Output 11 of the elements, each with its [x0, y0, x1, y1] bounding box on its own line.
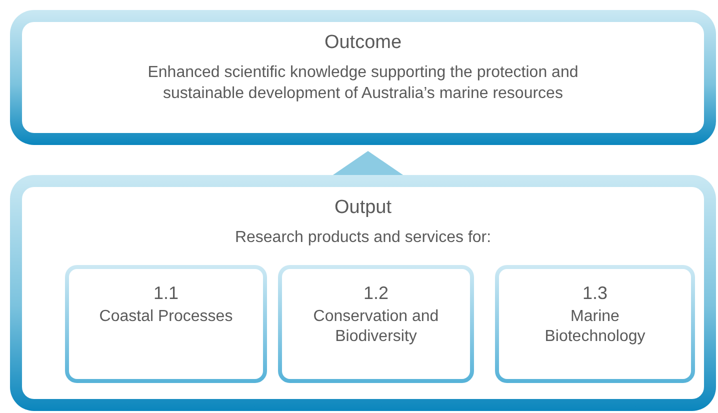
- item-number: 1.2: [363, 283, 389, 305]
- item-number: 1.1: [153, 283, 179, 305]
- item-number: 1.3: [582, 283, 608, 305]
- panel-heading: Outcome: [324, 32, 402, 55]
- block-arrow: [330, 151, 406, 177]
- panel-heading: Output: [334, 197, 392, 220]
- item-title: Coastal Processes: [99, 306, 233, 327]
- panel-description: Enhanced scientific knowledge supporting the protection and sustainable development of Australia’s marine resources: [146, 62, 580, 104]
- item-title: Conservation and Biodiversity: [312, 306, 440, 348]
- item-title: Marine Biotechnology: [544, 306, 646, 348]
- panel-description: Research products and services for:: [234, 228, 492, 248]
